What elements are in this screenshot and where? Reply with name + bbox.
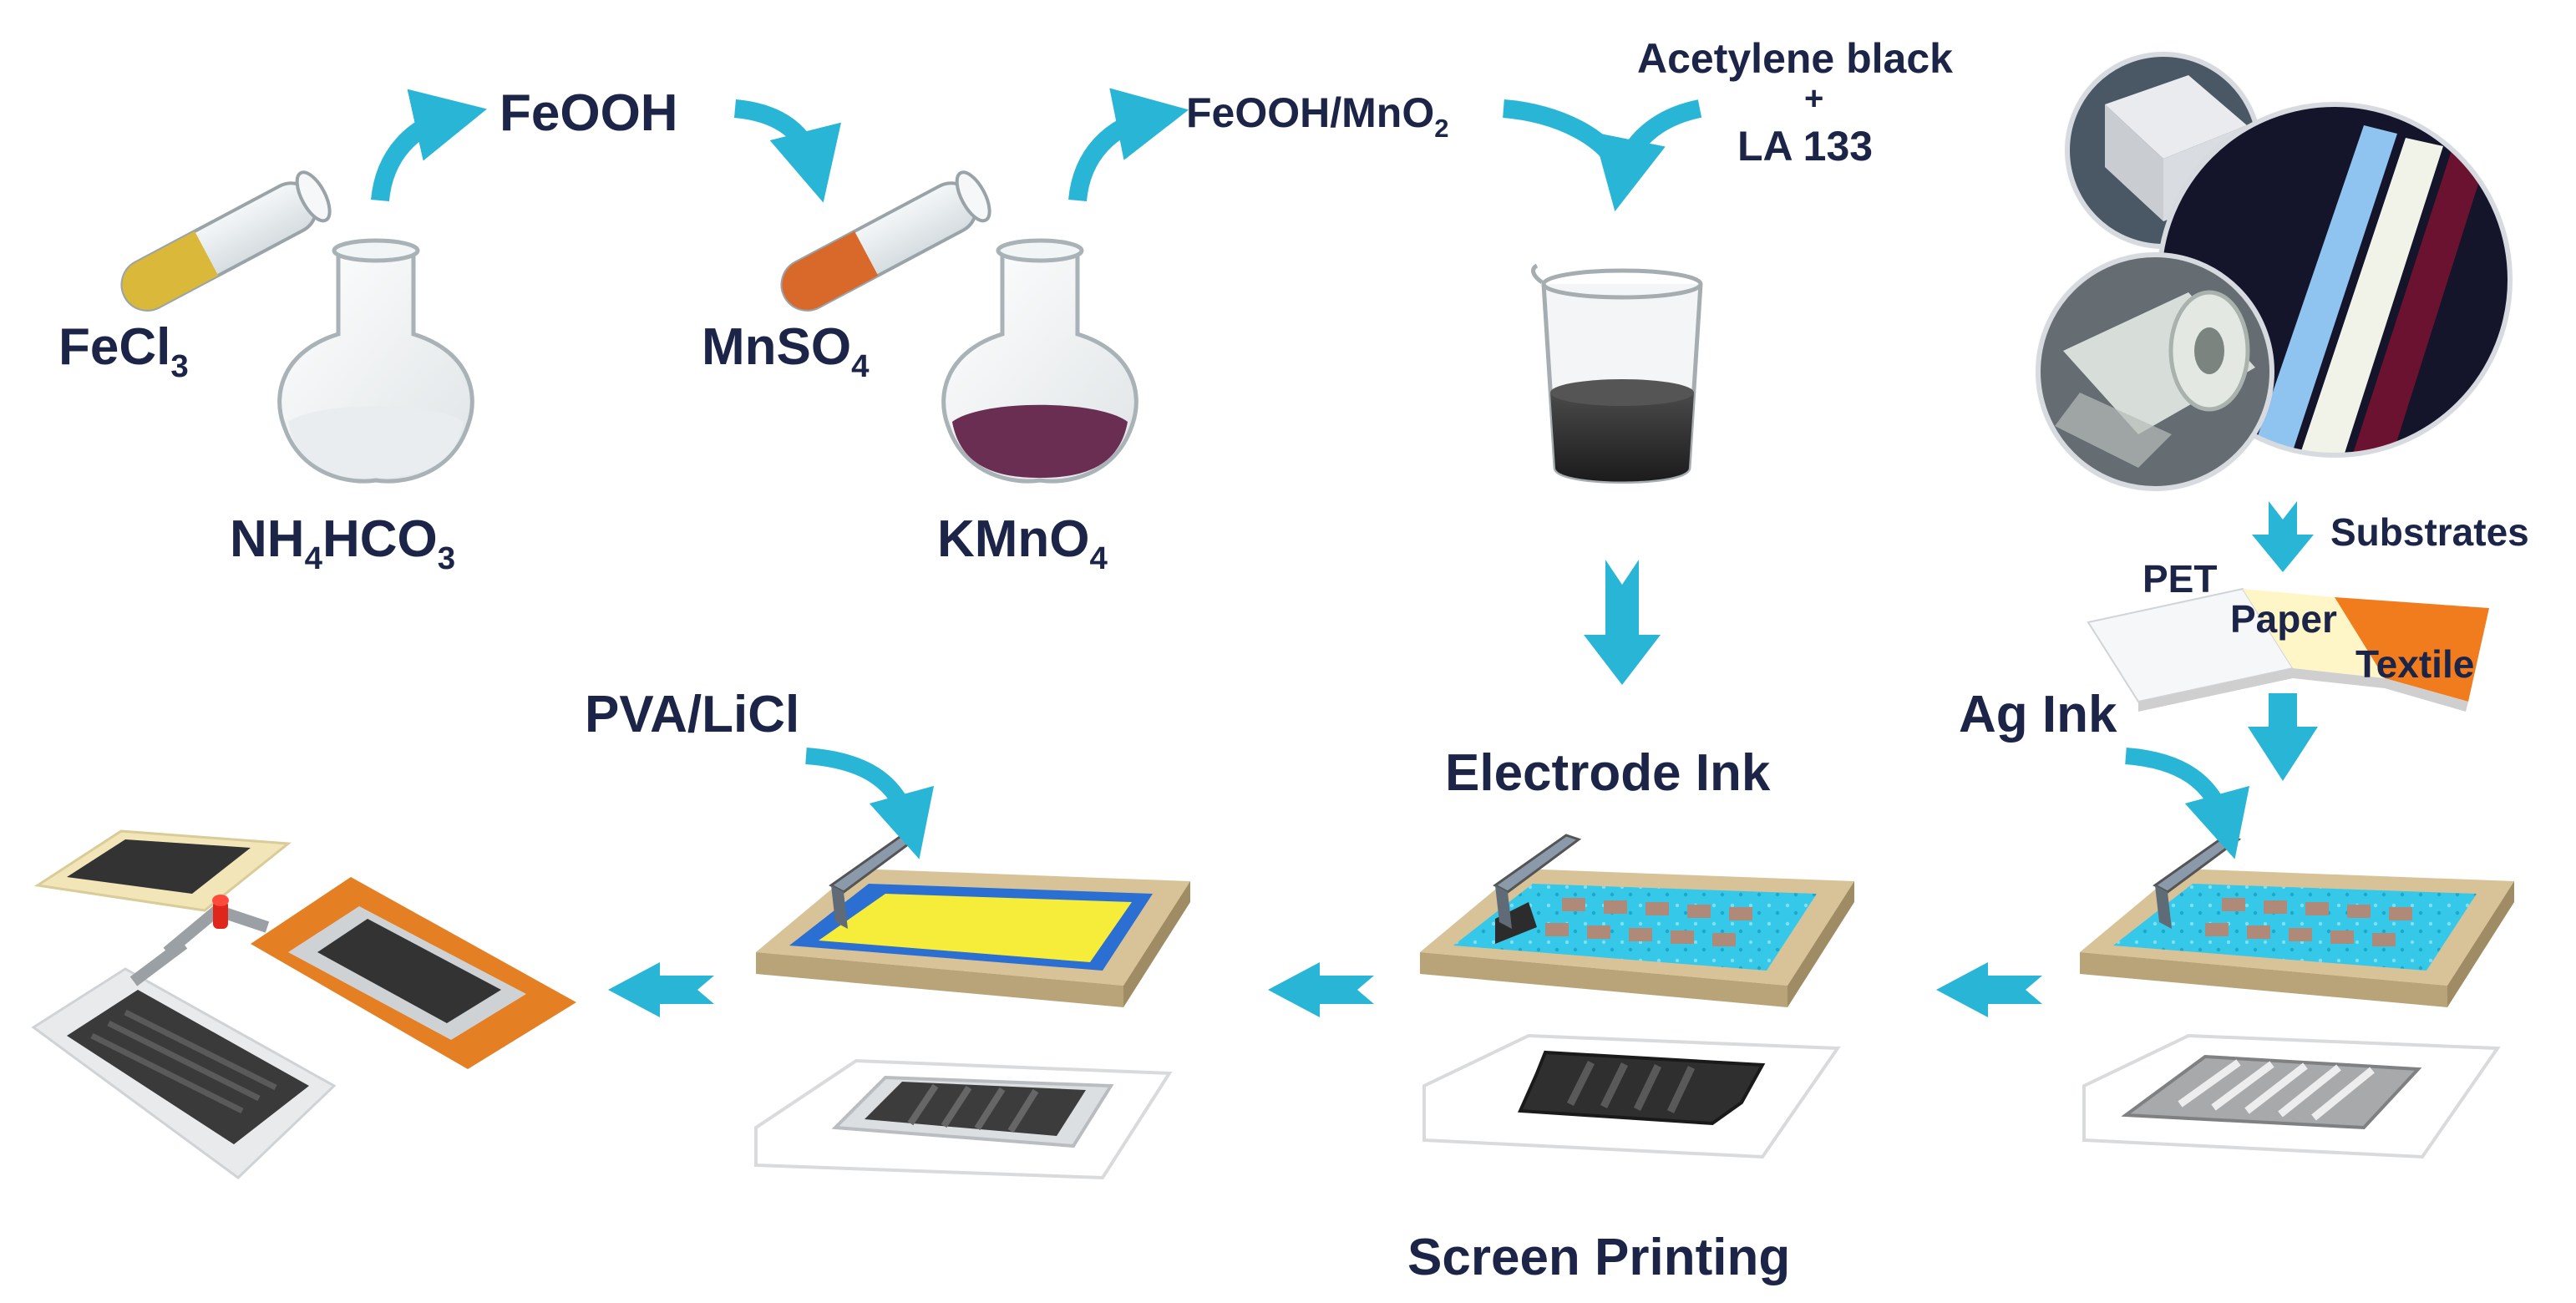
curved-arrows — [805, 748, 2250, 859]
fecl3-test-tube — [120, 170, 332, 312]
substrate-photos — [2034, 50, 2514, 493]
label-paper: Paper — [2230, 597, 2337, 641]
nh4hco3-flask — [277, 238, 474, 484]
arrow-feooh-to-mnso4 — [733, 99, 841, 203]
arrow-to-feooh — [371, 89, 487, 202]
label-la133: LA 133 — [1737, 123, 1874, 170]
printer-electrode-ink — [1420, 834, 1854, 1007]
sheet-coated-electrode — [754, 1058, 1173, 1180]
arrow-ag-ink — [2125, 748, 2250, 859]
label-electrode-ink: Electrode Ink — [1445, 744, 1771, 802]
mnso4-test-tube — [780, 170, 991, 312]
arrow-substrates-down — [2252, 501, 2314, 572]
label-substrates: Substrates — [2330, 510, 2529, 554]
label-nh4hco3: NH4HCO3 — [230, 510, 456, 576]
arrow-substrate-to-printer — [2248, 693, 2318, 781]
label-pva-licl: PVA/LiCl — [585, 686, 800, 743]
arrow-down-to-electrode-ink — [1584, 560, 1661, 685]
label-ag-ink: Ag Ink — [1959, 686, 2117, 743]
label-feooh-mno2: FeOOH/MnO2 — [1186, 89, 1449, 143]
label-textile: Textile — [2355, 642, 2475, 686]
arrow-left-3 — [608, 962, 714, 1017]
label-feooh: FeOOH — [499, 84, 678, 142]
label-screen-printing: Screen Printing — [1407, 1229, 1791, 1286]
arrow-left-2 — [1268, 962, 1374, 1017]
substrate-sheet — [2087, 587, 2489, 712]
printer-pva-licl — [756, 834, 1190, 1007]
label-pet: PET — [2142, 557, 2218, 601]
label-fecl3: FeCl3 — [58, 318, 189, 384]
label-mnso4: MnSO4 — [702, 318, 870, 384]
printer-ag-ink — [2080, 834, 2514, 1007]
arrow-merge-left — [1503, 99, 1630, 175]
sheet-ag-electrode — [2082, 1033, 2501, 1159]
sheet-printed-electrode — [1422, 1033, 1841, 1159]
arrow-pva-licl — [805, 748, 935, 859]
ink-beaker — [1531, 263, 1703, 484]
kmno4-flask — [941, 238, 1138, 484]
arrow-left-1 — [1936, 962, 2042, 1017]
arrow-merge-right — [1593, 99, 1702, 212]
label-acetylene-black: Acetylene black — [1637, 35, 1953, 82]
top-arrows — [371, 88, 1702, 212]
label-kmno4: KMnO4 — [937, 510, 1108, 576]
left-arrows — [608, 962, 2042, 1017]
label-plus: + — [1804, 80, 1824, 117]
supercapacitor-device — [31, 829, 576, 1179]
arrow-to-feooh-mno2 — [1068, 88, 1189, 202]
